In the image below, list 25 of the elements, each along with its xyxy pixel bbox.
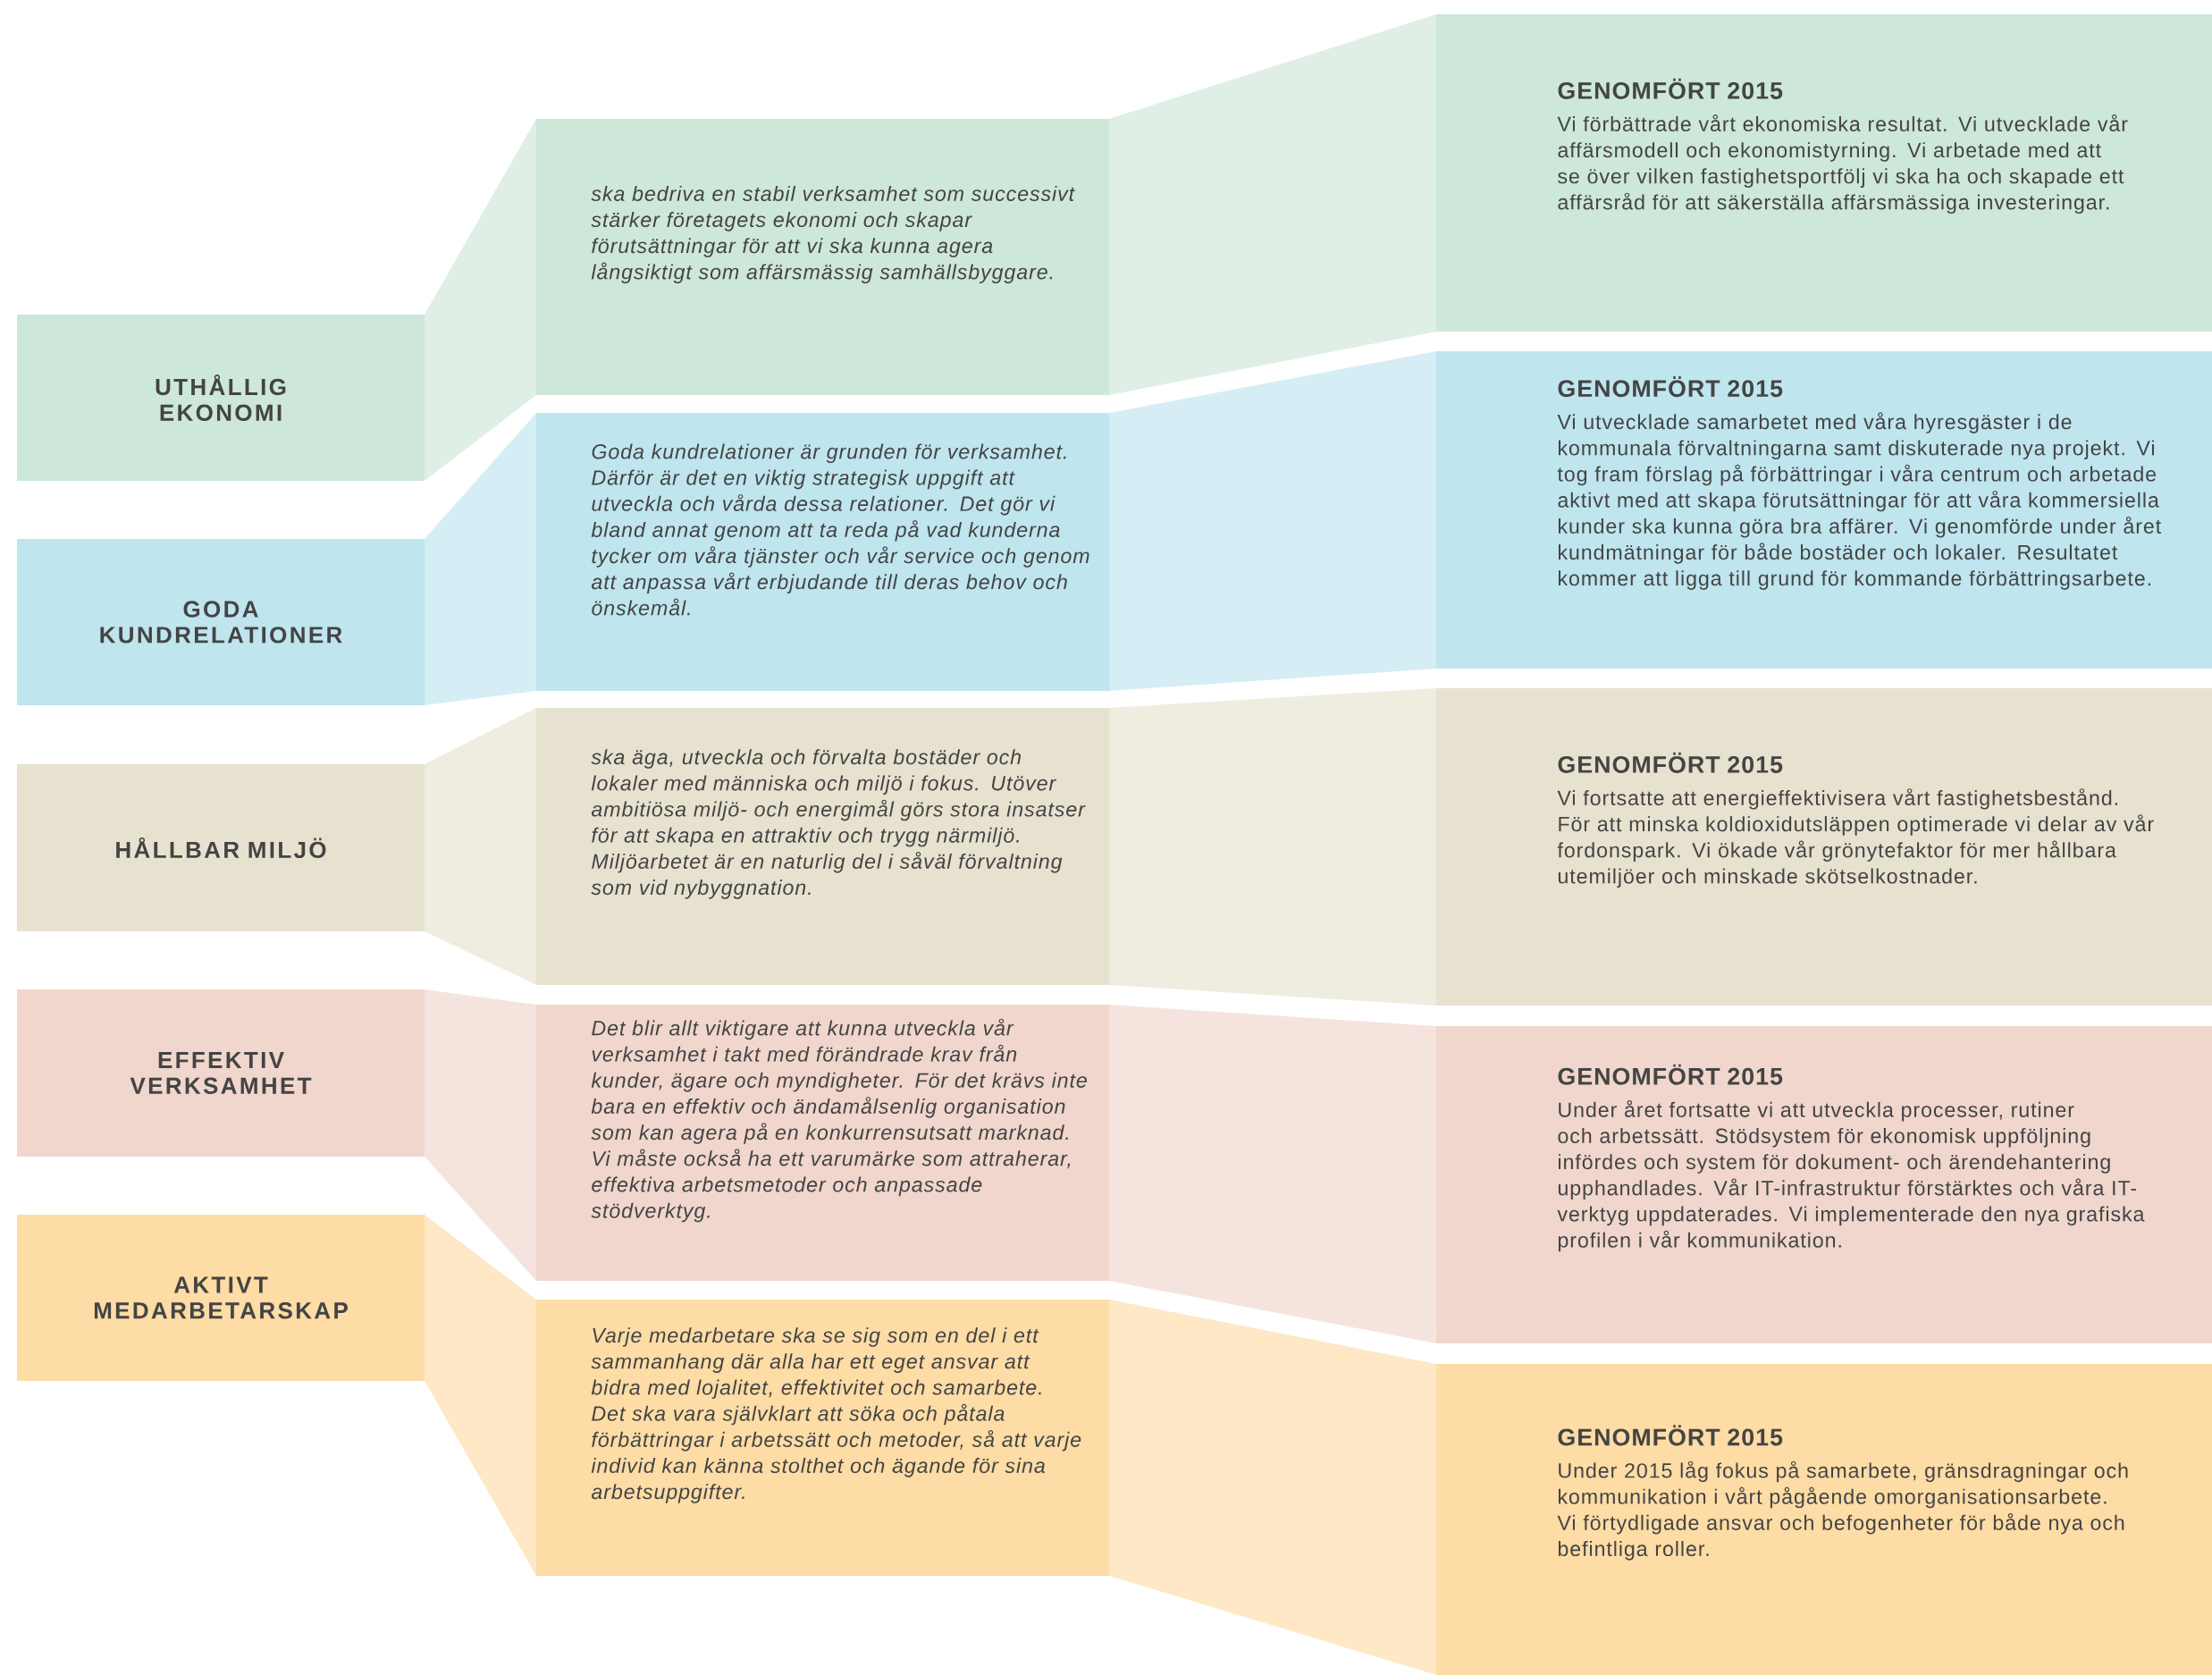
goal-box: ska äga, utveckla och förvalta bostäder och lokaler med människa och miljö i fokus. Utöver ambitiösa miljö- och energimål görs stora insatser för att skapa en attraktiv och trygg närmiljö. Miljöarbetet är en naturlig del i såväl förvaltning som vid nybyggnation.	[536, 708, 1110, 985]
connector-band	[1109, 351, 1437, 691]
result-box: GENOMFÖRT 2015 Vi fortsatte att energieffektivisera vårt fastighetsbestånd. För att minska koldioxidutsläppen optimerade vi delar av vår fordonspark. Vi ökade vår grönytefaktor för mer hållbara utemiljöer och minskade skötselkostnader.	[1436, 688, 2212, 1006]
goal-box: ska bedriva en stabil verksamhet som successivt stärker företagets ekonomi och skapar förutsättningar för att vi ska kunna agera långsiktigt som affärsmässig samhällsbyggare.	[536, 118, 1110, 395]
goal-box: Det blir allt viktigare att kunna utveckla vår verksamhet i takt med förändrade krav från kunder, ägare och myndigheter. För det krävs inte bara en effektiv och ändamålsenlig organisation som kan agera på en konkurrensutsatt marknad. Vi måste också ha ett varumärke som attraherar, effektiva arbetsmetoder och anpassade stödverktyg.	[536, 1005, 1110, 1281]
category-box: EFFEKTIV VERKSAMHET	[17, 989, 425, 1157]
connector-band	[1109, 13, 1437, 395]
connector-band	[1109, 1005, 1437, 1343]
category-box: AKTIVT MEDARBETARSKAP	[17, 1215, 425, 1381]
result-box: GENOMFÖRT 2015 Under 2015 låg fokus på samarbete, gränsdragningar och kommunikation i vårt pågående omorganisationsarbete. Vi förtydligade ansvar och befogenheter för både nya och befintliga roller.	[1436, 1364, 2212, 1675]
goal-box: Goda kundrelationer är grunden för verksamhet. Därför är det en viktig strategisk uppgift att utveckla och vårda dessa relationer. Det gör vi bland annat genom att ta reda på vad kunderna tycker om våra tjänster och vår service och genom att anpassa vårt erbjudande till deras behov och önskemål.	[536, 413, 1110, 691]
category-box: GODA KUNDRELATIONER	[17, 539, 425, 705]
result-box: GENOMFÖRT 2015 Vi utvecklade samarbetet med våra hyresgäster i de kommunala förvaltningarna samt diskuterade nya projekt. Vi tog fram förslag på förbättringar i våra centrum och arbetade aktivt med att skapa förutsättningar för att våra kommersiella kunder ska kunna göra bra affärer. Vi genomförde under året kundmätningar för både bostäder och lokaler. Resultatet kommer att ligga till grund för kommande förbättringsarbete.	[1436, 351, 2212, 669]
goal-box: Varje medarbetare ska se sig som en del i ett sammanhang där alla har ett eget ansvar att bidra med lojalitet, effektivitet och samarbete. Det ska vara självklart att söka och påtala förbättringar i arbetssätt och metoder, så att varje individ kan känna stolthet och ägande för sina arbetsuppgifter.	[536, 1300, 1110, 1576]
connector-band	[425, 1215, 536, 1576]
connector-band	[425, 413, 536, 705]
category-box: UTHÅLLIG EKONOMI	[17, 315, 425, 481]
connector-band	[425, 118, 536, 481]
connector-band	[425, 708, 536, 985]
connector-band	[425, 989, 536, 1281]
result-box: GENOMFÖRT 2015 Vi förbättrade vårt ekonomiska resultat. Vi utvecklade vår affärsmodell och ekonomistyrning. Vi arbetade med att se över vilken fastighetsportfölj vi ska ha och skapade ett affärsråd för att säkerställa affärsmässiga investeringar.	[1436, 13, 2212, 332]
category-box: HÅLLBAR MILJÖ	[17, 764, 425, 931]
result-box: GENOMFÖRT 2015 Under året fortsatte vi att utveckla processer, rutiner och arbetssätt. Stödsystem för ekonomisk uppföljning infördes och system för dokument- och ärendehantering upphandlades. Vår IT-infrastruktur förstärktes och våra IT-verktyg uppdaterades. Vi implementerade den nya grafiska profilen i vår kommunikation.	[1436, 1026, 2212, 1343]
connector-band	[1109, 688, 1437, 1006]
connector-band	[1109, 1300, 1437, 1675]
